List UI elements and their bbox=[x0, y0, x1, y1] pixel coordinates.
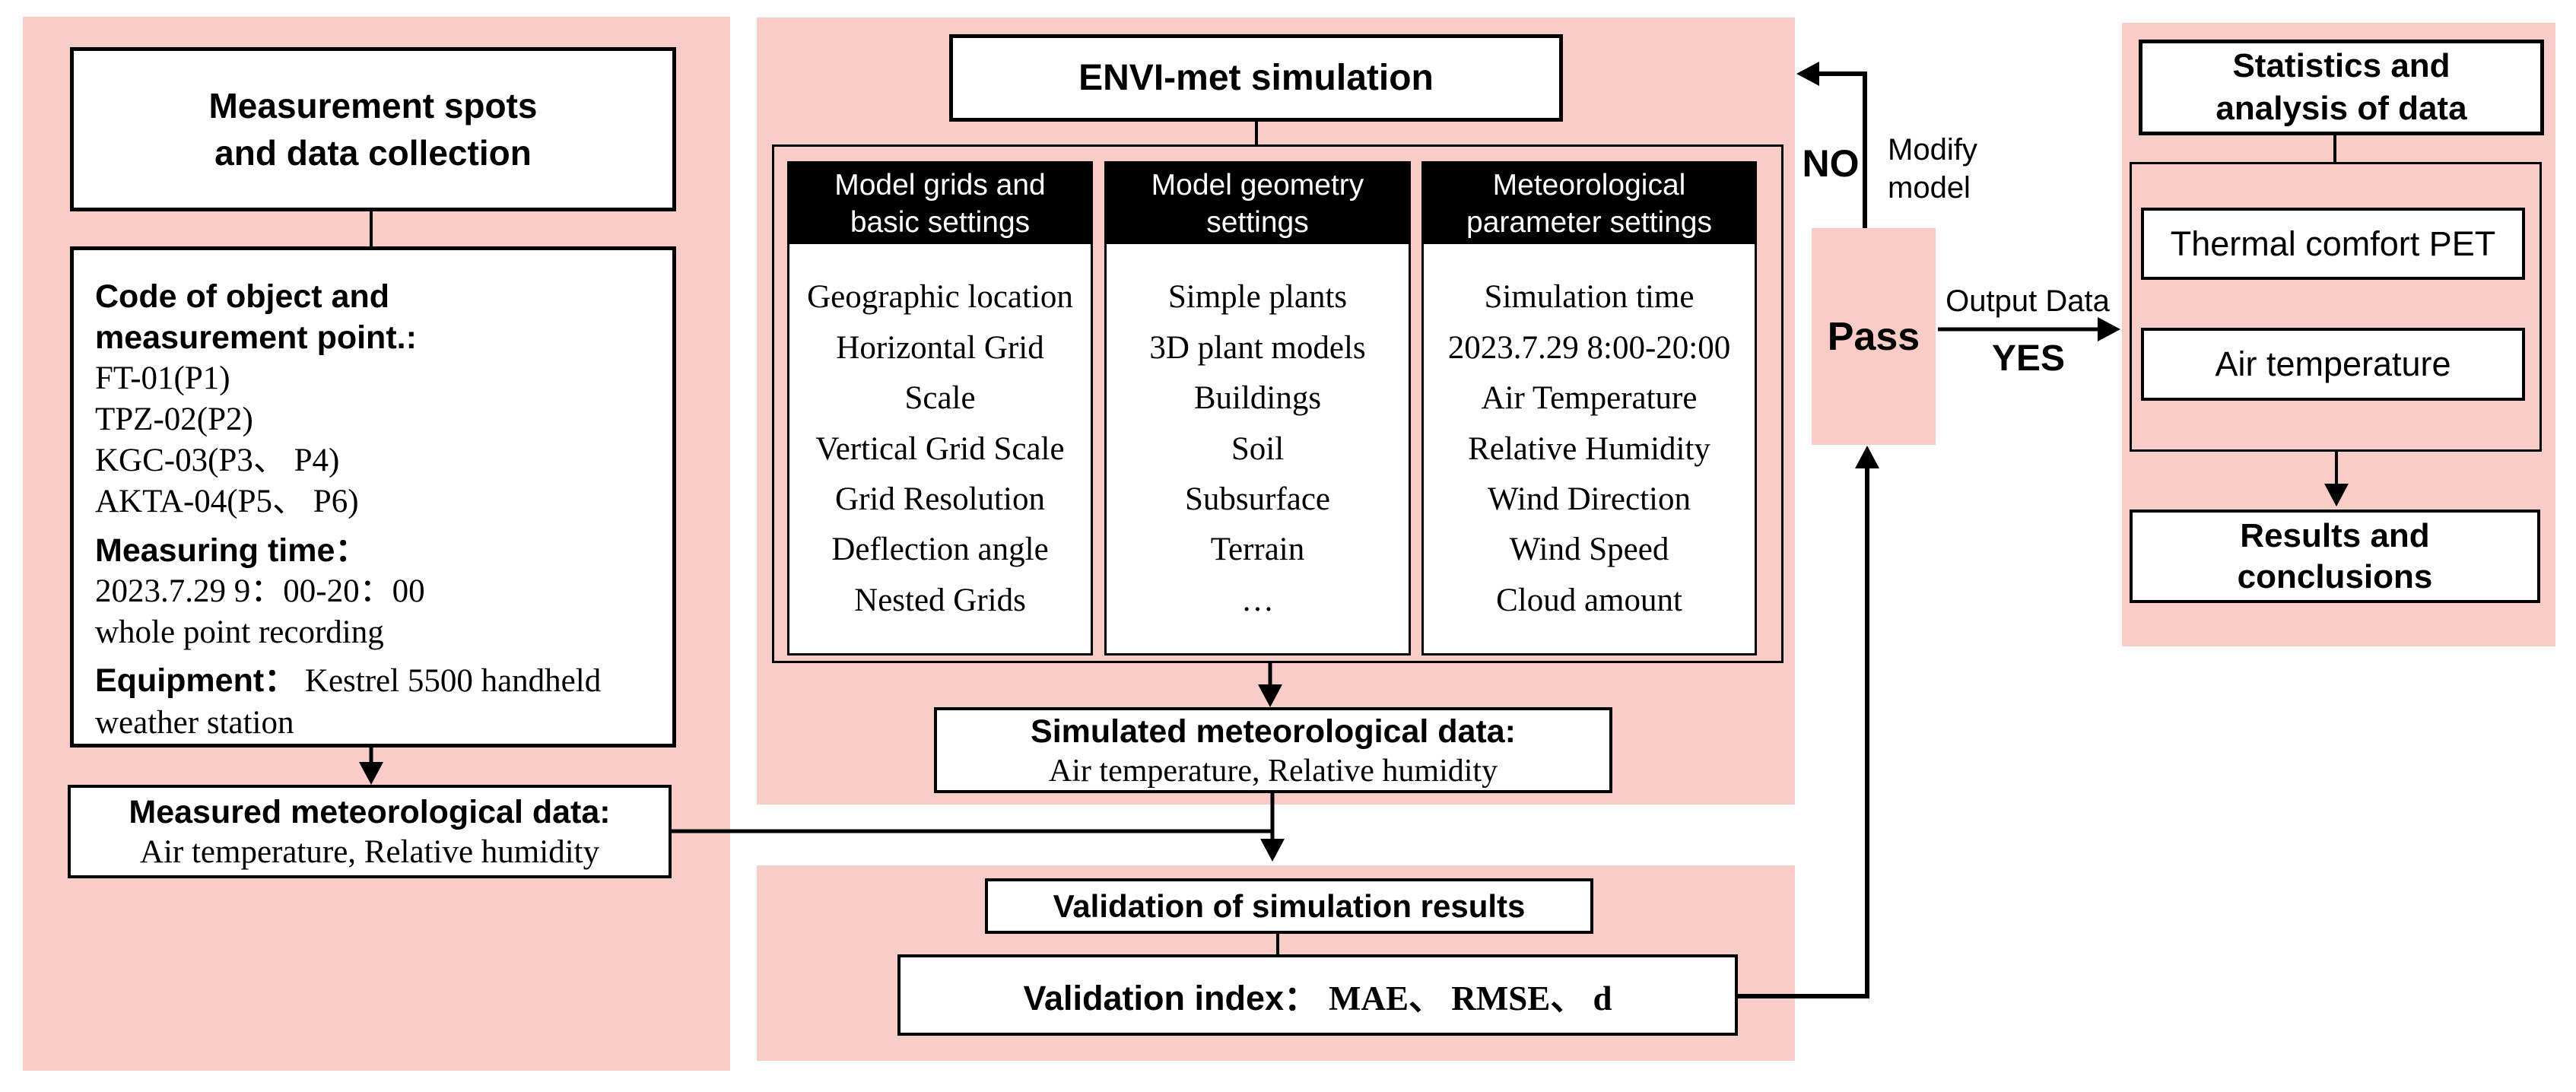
measurement-title-line1: Measurement spots bbox=[208, 86, 538, 125]
air-temperature-box: Air temperature bbox=[2141, 328, 2525, 401]
list-item: Terrain bbox=[1210, 532, 1305, 568]
list-item: Nested Grids bbox=[854, 582, 1026, 618]
results-line2: conclusions bbox=[2237, 557, 2433, 595]
list-item: Air Temperature bbox=[1481, 380, 1698, 417]
measuring-time-heading: Measuring time： bbox=[95, 532, 368, 569]
analysis-container bbox=[2130, 162, 2542, 452]
column-model-geometry: Model geometry settings Simple plants 3D… bbox=[1104, 161, 1411, 656]
thermal-comfort-box: Thermal comfort PET bbox=[2141, 208, 2525, 280]
header-line2: basic settings bbox=[850, 206, 1031, 239]
list-item: … bbox=[1241, 582, 1274, 618]
envi-met-title-box: ENVI-met simulation bbox=[949, 34, 1563, 122]
pass-decision-box: Pass bbox=[1812, 228, 1936, 445]
measuring-time-value: 2023.7.29 9：00-20：00 bbox=[95, 573, 425, 609]
list-item: Soil bbox=[1231, 430, 1285, 467]
arrowhead-index-to-pass bbox=[1855, 446, 1879, 468]
air-temperature-label: Air temperature bbox=[2215, 344, 2451, 383]
measuring-time-note: whole point recording bbox=[95, 614, 384, 650]
validation-index-values: MAE、 RMSE、 d bbox=[1329, 979, 1612, 1017]
header-line1: Model grids and bbox=[834, 169, 1046, 202]
code-heading-line1: Code of object and bbox=[95, 278, 389, 315]
statistics-title-line2: analysis of data bbox=[2215, 90, 2467, 127]
list-item: Grid Resolution bbox=[835, 481, 1045, 517]
list-item: Wind Direction bbox=[1488, 481, 1691, 517]
code-item: FT-01(P1) bbox=[95, 360, 230, 396]
validation-title-box: Validation of simulation results bbox=[985, 878, 1593, 934]
column-model-geometry-header: Model geometry settings bbox=[1107, 163, 1409, 244]
measurement-info-box: Code of object and measurement point.: F… bbox=[70, 246, 676, 748]
column-model-geometry-body: Simple plants 3D plant models Buildings … bbox=[1107, 244, 1409, 653]
list-item: Vertical Grid Scale bbox=[815, 430, 1065, 467]
simulated-data-title: Simulated meteorological data: bbox=[1031, 713, 1516, 750]
modify-model-line1: Modify bbox=[1888, 133, 1977, 167]
statistics-title-line1: Statistics and bbox=[2232, 47, 2451, 84]
arrowhead-output-data bbox=[2098, 317, 2120, 341]
envi-met-title: ENVI-met simulation bbox=[1078, 58, 1434, 98]
modify-model-label: Modify model bbox=[1888, 131, 2063, 207]
output-data-label: Output Data bbox=[1945, 284, 2110, 318]
pass-label: Pass bbox=[1827, 314, 1920, 359]
column-meteorological-body: Simulation time 2023.7.29 8:00-20:00 Air… bbox=[1424, 244, 1755, 653]
arrowhead-simulated-to-validation bbox=[1260, 839, 1285, 862]
column-model-grids-header: Model grids and basic settings bbox=[789, 163, 1091, 244]
code-heading-line2: measurement point.: bbox=[95, 319, 417, 356]
list-item: Relative Humidity bbox=[1468, 430, 1710, 467]
column-meteorological: Meteorological parameter settings Simula… bbox=[1421, 161, 1757, 656]
simulated-data-box: Simulated meteorological data: Air tempe… bbox=[934, 707, 1612, 793]
code-item: KGC-03(P3、 P4) bbox=[95, 443, 340, 478]
header-line1: Model geometry bbox=[1151, 169, 1364, 202]
header-line1: Meteorological bbox=[1492, 169, 1686, 202]
no-branch-label: NO bbox=[1802, 142, 1860, 185]
list-item: 3D plant models bbox=[1149, 329, 1366, 366]
measured-data-subtitle: Air temperature, Relative humidity bbox=[139, 833, 600, 870]
modify-model-line2: model bbox=[1888, 171, 1971, 205]
thermal-comfort-label: Thermal comfort PET bbox=[2170, 224, 2496, 263]
validation-index-label: Validation index： bbox=[1023, 979, 1319, 1017]
equipment-heading: Equipment： bbox=[95, 662, 297, 699]
measurement-title-box: Measurement spots and data collection bbox=[70, 47, 676, 211]
results-conclusions-box: Results and conclusions bbox=[2130, 509, 2540, 603]
simulated-data-subtitle: Air temperature, Relative humidity bbox=[1048, 753, 1498, 789]
list-item: 2023.7.29 8:00-20:00 bbox=[1447, 329, 1731, 366]
list-item: Deflection angle bbox=[831, 532, 1049, 568]
list-item: Horizontal Grid bbox=[836, 329, 1044, 366]
header-line2: parameter settings bbox=[1466, 206, 1712, 239]
statistics-title-box: Statistics and analysis of data bbox=[2139, 40, 2544, 135]
equipment-line: Equipment： Kestrel 5500 handheld weather… bbox=[95, 660, 665, 744]
arrowhead-no-loop bbox=[1796, 62, 1819, 86]
validation-index-box: Validation index： MAE、 RMSE、 d bbox=[897, 954, 1738, 1036]
validation-title: Validation of simulation results bbox=[1053, 887, 1526, 924]
list-item: Buildings bbox=[1193, 380, 1322, 417]
yes-branch-label: YES bbox=[1991, 338, 2066, 379]
measured-data-box: Measured meteorological data: Air temper… bbox=[68, 785, 672, 878]
equipment-value: Kestrel 5500 handheld weather station bbox=[95, 663, 602, 741]
header-line2: settings bbox=[1206, 206, 1309, 239]
list-item: Simple plants bbox=[1167, 279, 1348, 316]
list-item: Cloud amount bbox=[1496, 582, 1682, 618]
list-item: Geographic location bbox=[807, 279, 1073, 316]
list-item: Wind Speed bbox=[1509, 532, 1669, 568]
column-model-grids-body: Geographic location Horizontal Grid Scal… bbox=[789, 244, 1091, 653]
column-meteorological-header: Meteorological parameter settings bbox=[1424, 163, 1755, 244]
code-item: AKTA-04(P5、 P6) bbox=[95, 484, 359, 519]
results-line1: Results and bbox=[2240, 516, 2430, 554]
list-item: Simulation time bbox=[1484, 279, 1695, 316]
list-item: Subsurface bbox=[1184, 481, 1331, 517]
list-item: Scale bbox=[904, 380, 976, 417]
measurement-title-line2: and data collection bbox=[214, 133, 532, 173]
measured-data-title: Measured meteorological data: bbox=[129, 793, 611, 830]
code-item: TPZ-02(P2) bbox=[95, 402, 253, 437]
column-model-grids: Model grids and basic settings Geographi… bbox=[787, 161, 1093, 656]
